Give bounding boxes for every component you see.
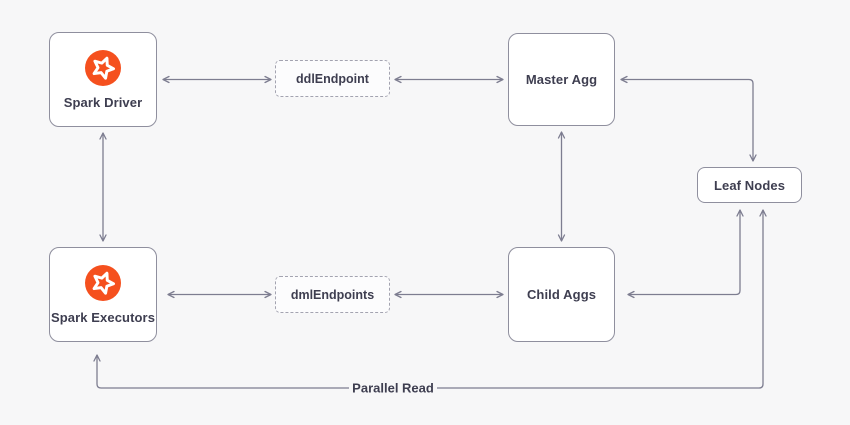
node-dml-endpoints: dmlEndpoints [275,276,390,313]
spark-star-icon [85,49,121,86]
node-child-aggs: Child Aggs [508,247,615,342]
node-spark-executors-label: Spark Executors [50,309,156,325]
connector-childaggs-leafnodes [627,209,744,299]
node-spark-driver: Spark Driver [49,32,157,127]
node-spark-executors: Spark Executors [49,247,157,342]
node-dml-endpoints-label: dmlEndpoints [290,287,375,302]
node-leaf-nodes-label: Leaf Nodes [713,177,786,193]
node-ddl-endpoint: ddlEndpoint [275,60,390,97]
spark-star-icon [85,264,121,301]
parallel-read-label: Parallel Read [352,381,434,396]
connector-parallel-read [93,209,767,389]
connector-master-leafnodes [620,75,757,162]
node-master-agg-label: Master Agg [525,72,598,87]
node-ddl-endpoint-label: ddlEndpoint [296,71,369,86]
node-spark-driver-label: Spark Driver [63,94,143,110]
node-leaf-nodes: Leaf Nodes [697,167,802,203]
node-master-agg: Master Agg [508,33,615,126]
parallel-read-label-backing [349,379,437,397]
node-child-aggs-label: Child Aggs [526,287,597,302]
